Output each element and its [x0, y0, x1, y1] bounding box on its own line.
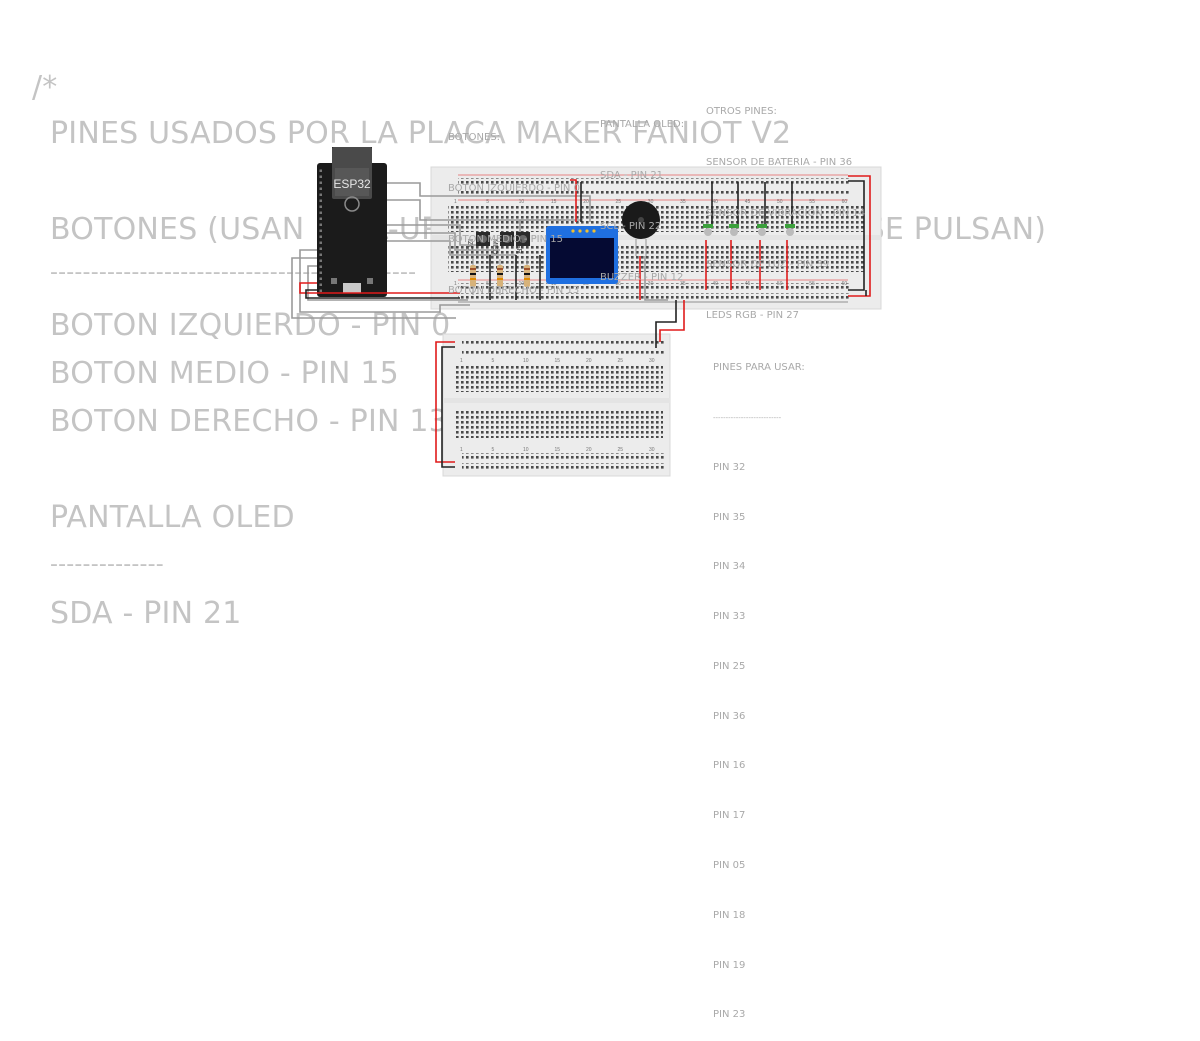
column-number: 40: [712, 199, 718, 205]
column-number: 10: [519, 281, 525, 287]
note-line: SENSOR DE VIBRACION - PIN 14: [706, 208, 866, 219]
esp32-board[interactable]: ESP32: [317, 147, 387, 297]
column-number: 1: [460, 447, 463, 453]
code-line: PINES USADOS POR LA PLACA MAKER FANIOT V…: [50, 116, 792, 151]
column-number: 40: [712, 281, 718, 287]
resistors[interactable]: [470, 259, 530, 295]
note-line: SENSOR DE LUZ - PIN 39: [706, 259, 830, 270]
code-line: BOTON DERECHO - PIN 13: [50, 404, 448, 439]
code-line: BOTON MEDIO - PIN 15: [50, 356, 399, 391]
sensor-headers[interactable]: [703, 224, 795, 236]
column-number: 60: [842, 199, 848, 205]
note-line: BOTONES:: [448, 132, 501, 143]
note-line: SENSOR DE BATERIA - PIN 36: [706, 157, 853, 168]
note-line: BOTON MEDIO - PIN 15: [448, 234, 563, 245]
pin-item: PIN 32: [713, 461, 746, 473]
column-number: 10: [519, 199, 525, 205]
column-number: 25: [618, 358, 624, 364]
column-number: 30: [649, 358, 655, 364]
column-number: 20: [586, 447, 592, 453]
note-line: OTROS PINES:: [706, 106, 777, 117]
pin-item: PIN 35: [713, 511, 746, 523]
column-number: 5: [486, 199, 489, 205]
comment-open: /*: [32, 70, 58, 105]
pin-item: PIN 34: [713, 561, 746, 573]
pin-item: PIN 17: [713, 810, 746, 822]
note-botones: BOTONES: BOTON IZQUIERDO - PIN 0 BOTON M…: [448, 95, 580, 316]
column-number: 55: [809, 199, 815, 205]
column-number: 30: [648, 199, 654, 205]
column-number: 20: [583, 199, 589, 205]
esp32-label: ESP32: [333, 177, 371, 191]
push-buttons[interactable]: IZQ MED DER: [466, 232, 530, 255]
column-number: 15: [555, 447, 561, 453]
pin-item: PIN 33: [713, 611, 746, 623]
code-line: BOTON IZQUIERDO - PIN 0: [50, 308, 451, 343]
code-line: --------------: [50, 552, 164, 577]
column-number: 35: [680, 281, 686, 287]
pin-item: PIN 16: [713, 760, 746, 772]
pin-item: PIN 36: [713, 710, 746, 722]
pin-item: PIN 05: [713, 860, 746, 871]
oled-display[interactable]: [546, 226, 618, 284]
pin-item: PIN 19: [713, 959, 746, 971]
column-number: 10: [523, 447, 529, 453]
note-oled: PANTALLA OLED: SDA - PIN 21 SCL - PIN 22…: [600, 82, 684, 303]
column-number: 1: [454, 199, 457, 205]
circuit-diagram: 1155101015152020252530303535404045455050…: [291, 147, 882, 477]
buzzer[interactable]: [622, 201, 660, 256]
button-label-der: DER: [515, 239, 522, 254]
column-number: 25: [618, 447, 624, 453]
button-label-med: MED: [491, 239, 498, 255]
column-number: 25: [616, 281, 622, 287]
column-number: 15: [551, 199, 557, 205]
column-number: 25: [616, 199, 622, 205]
column-number: 45: [745, 281, 751, 287]
note-line: SCL - PIN 22: [600, 221, 662, 232]
note-line: PANTALLA OLED:: [600, 119, 685, 130]
note-pines-para-usar: PINES PARA USAR: -----------------------…: [713, 327, 805, 1041]
note-line: PINES PARA USAR:: [713, 362, 805, 374]
pin-item: PIN 25: [713, 660, 746, 672]
column-number: 5: [492, 447, 495, 453]
code-line: SDA - PIN 21: [50, 596, 242, 631]
note-line: LEDS RGB - PIN 27: [706, 310, 800, 321]
column-number: 50: [777, 199, 783, 205]
column-number: 55: [809, 281, 815, 287]
note-line: ---------------------------: [713, 413, 782, 422]
column-number: 60: [842, 281, 848, 287]
wires: [291, 175, 871, 468]
note-line: BUZZER - PIN 12: [600, 272, 684, 283]
column-number: 45: [745, 199, 751, 205]
column-number: 35: [680, 199, 686, 205]
code-line: PANTALLA OLED: [50, 500, 295, 535]
column-number: 20: [586, 358, 592, 364]
note-otros-pines: OTROS PINES: SENSOR DE BATERIA - PIN 36 …: [706, 69, 865, 341]
column-number: 15: [555, 358, 561, 364]
column-number: 1: [454, 281, 457, 287]
pin-item: PIN 23: [713, 1009, 746, 1021]
note-line: SDA - PIN 21: [600, 170, 664, 181]
column-number: 30: [648, 281, 654, 287]
column-number: 1: [460, 358, 463, 364]
column-number: 30: [649, 447, 655, 453]
breadboard-column-numbers: 1155101015152020252530303535404045455050…: [454, 199, 847, 287]
column-number: 10: [523, 358, 529, 364]
note-line: BOTON DERECHO - PIN 13: [448, 285, 580, 296]
note-line: BOTON IZQUIERDO - PIN 0: [448, 183, 580, 194]
pin-item: PIN 18: [713, 909, 746, 921]
column-number: 5: [492, 358, 495, 364]
column-number: 5: [486, 281, 489, 287]
column-number: 50: [777, 281, 783, 287]
